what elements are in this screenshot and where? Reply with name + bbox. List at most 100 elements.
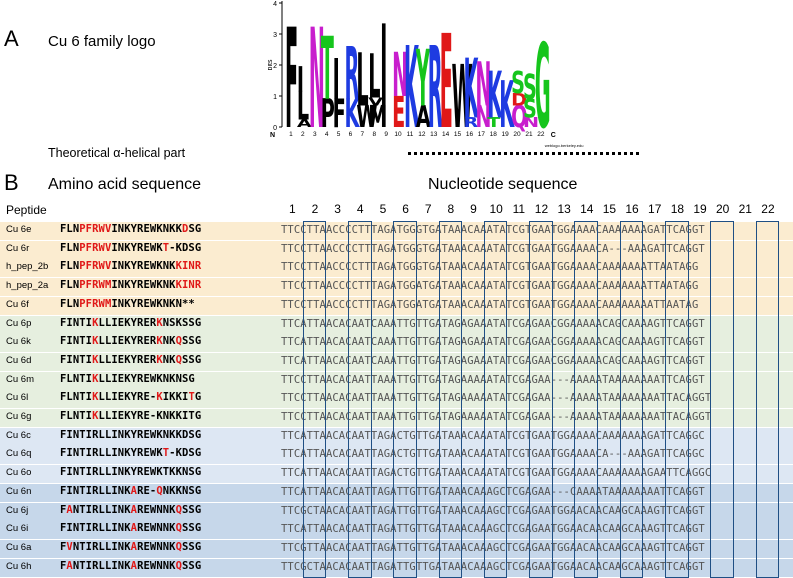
logo-letter: D bbox=[511, 90, 527, 110]
logo-ytick-label: 3 bbox=[273, 32, 277, 39]
logo-letter: K bbox=[487, 59, 503, 134]
logo-position-label: 18 bbox=[490, 131, 498, 138]
logo-letter: S bbox=[523, 67, 537, 108]
aa-sequence: FVNTIRLLINKAREWNNKQSSG bbox=[60, 540, 202, 553]
nt-sequence: TTCCTTAACCCCTTTAGATGGATGATAAACAAATATCGTG… bbox=[281, 298, 699, 311]
codon-box bbox=[529, 221, 553, 578]
aa-sequence: FLNTIKLLIEKYRE-KIKKITG bbox=[60, 391, 202, 404]
logo-letter: T bbox=[487, 115, 501, 130]
logo-letter: P bbox=[321, 93, 335, 137]
peptide-name: Cu 6h bbox=[6, 560, 32, 572]
nt-sequence: TTCATTAACACAATTAGATTGTTGATAAACAAAGCTCGAG… bbox=[281, 485, 705, 498]
codon-box bbox=[755, 221, 780, 578]
column-number: 8 bbox=[447, 202, 455, 216]
codon-box bbox=[347, 221, 372, 578]
logo-position-label: 22 bbox=[537, 131, 545, 138]
helix-label: Theoretical α-helical part bbox=[48, 146, 186, 160]
logo-letter: N bbox=[475, 100, 491, 135]
peptide-name: Cu 6j bbox=[6, 504, 29, 516]
column-number: 15 bbox=[602, 202, 617, 216]
logo-position-label: 9 bbox=[384, 131, 388, 138]
nt-sequence-title: Nucleotide sequence bbox=[428, 176, 578, 193]
nt-sequence: TTCCTTAACACAATTAAATTGTTGATAGAAAAATATCGAG… bbox=[281, 373, 705, 386]
peptide-name: h_pep_2a bbox=[6, 280, 49, 292]
logo-position-label: 2 bbox=[301, 131, 305, 138]
column-number: 6 bbox=[402, 202, 409, 216]
logo-position-label: 5 bbox=[337, 131, 341, 138]
logo-position-label: 16 bbox=[466, 131, 474, 138]
logo-position-label: 19 bbox=[502, 131, 510, 138]
logo-letter: Q bbox=[511, 100, 527, 135]
codon-box bbox=[438, 221, 463, 578]
logo-ytick-label: 1 bbox=[273, 94, 277, 101]
codon-box bbox=[710, 221, 734, 578]
logo-position-label: 8 bbox=[372, 131, 376, 138]
logo-letter: N bbox=[309, 1, 325, 150]
aa-sequence: FINTIKLLIEKYRERKNKQSSG bbox=[60, 335, 202, 348]
aa-sequence: FLNPFRWMINKYREWKNKKINR bbox=[60, 279, 202, 292]
codon-box bbox=[302, 221, 327, 578]
logo-letter: S bbox=[523, 95, 537, 125]
logo-letter: L bbox=[368, 41, 380, 112]
column-number: 14 bbox=[580, 202, 594, 216]
logo-position-label: 20 bbox=[513, 131, 521, 138]
logo-position-label: 4 bbox=[325, 131, 329, 138]
peptide-name: Cu 6n bbox=[6, 485, 32, 497]
peptide-name: h_pep_2b bbox=[6, 261, 49, 273]
logo-letter: L bbox=[297, 85, 309, 129]
logo-letter: K bbox=[464, 43, 480, 138]
logo-ylabel: bits bbox=[268, 59, 274, 70]
logo-position-label: 12 bbox=[418, 131, 426, 138]
aa-sequence: FANTIRLLINKAREWNNKQSSG bbox=[60, 503, 202, 516]
column-number: 12 bbox=[534, 202, 549, 216]
logo-letter: I bbox=[333, 47, 340, 113]
logo-position-label: 17 bbox=[478, 131, 486, 138]
logo-letter: L bbox=[356, 37, 368, 123]
peptide-name: Cu 6m bbox=[6, 373, 34, 385]
column-number: 2 bbox=[311, 202, 319, 216]
nt-sequence: TTCATTAACACAATCAAATTGTTGATAGAGAAATATCGAG… bbox=[281, 336, 705, 349]
panel-b-letter: B bbox=[4, 170, 19, 195]
aa-sequence: FINTIRLLINKAREWNNKQSSG bbox=[60, 522, 202, 535]
peptide-name: Cu 6p bbox=[6, 317, 32, 329]
aa-sequence: FLNTIKLLIEKYRE-KNKKITG bbox=[60, 410, 202, 422]
peptide-name: Cu 6c bbox=[6, 429, 31, 441]
logo-position-label: 1 bbox=[289, 131, 293, 138]
aa-sequence-title: Amino acid sequence bbox=[48, 176, 201, 193]
logo-letter: S bbox=[511, 65, 525, 100]
nt-sequence: TTCATTAACACAATCAAATTGTTGATAGAGAAATATCGAG… bbox=[281, 354, 705, 367]
logo-letter: I bbox=[380, 0, 387, 150]
logo-ytick-label: 0 bbox=[273, 125, 277, 132]
logo-position-label: 10 bbox=[394, 131, 402, 138]
codon-box bbox=[393, 221, 417, 578]
nt-sequence: TTCCTTAACCCCTTTAGATGGGTGATAAACAAATATCGTG… bbox=[281, 242, 705, 255]
logo-position-label: 11 bbox=[407, 131, 414, 138]
logo-letter: E bbox=[392, 87, 405, 137]
column-number: 7 bbox=[424, 202, 432, 216]
logo-letter: Y bbox=[416, 35, 431, 124]
nt-sequence: TTCATTAACACAATTAGACTGTTGATAAACAAATATCGTG… bbox=[281, 448, 705, 461]
nt-sequence: TTCCTTAACCCCTTTAGATGGGTGATAAACAAATATCGTG… bbox=[281, 224, 705, 236]
aa-sequence: FINTIKLLIEKYRERKNKQSSG bbox=[60, 353, 202, 366]
column-number: 1 bbox=[288, 202, 296, 216]
peptide-name: Cu 6f bbox=[6, 298, 29, 310]
nt-sequence: TTCATTAACACAATTAGACTGTTGATAAACAAATATCGTG… bbox=[281, 467, 712, 480]
column-number: 17 bbox=[648, 202, 662, 216]
logo-position-label: 15 bbox=[454, 131, 462, 138]
nt-sequence: TTCCTTAACACAATTAAATTGTTGATAGAAAAATATCGAG… bbox=[281, 411, 712, 423]
aa-sequence: FANTIRLLINKAREWNNKQSSG bbox=[60, 559, 202, 572]
